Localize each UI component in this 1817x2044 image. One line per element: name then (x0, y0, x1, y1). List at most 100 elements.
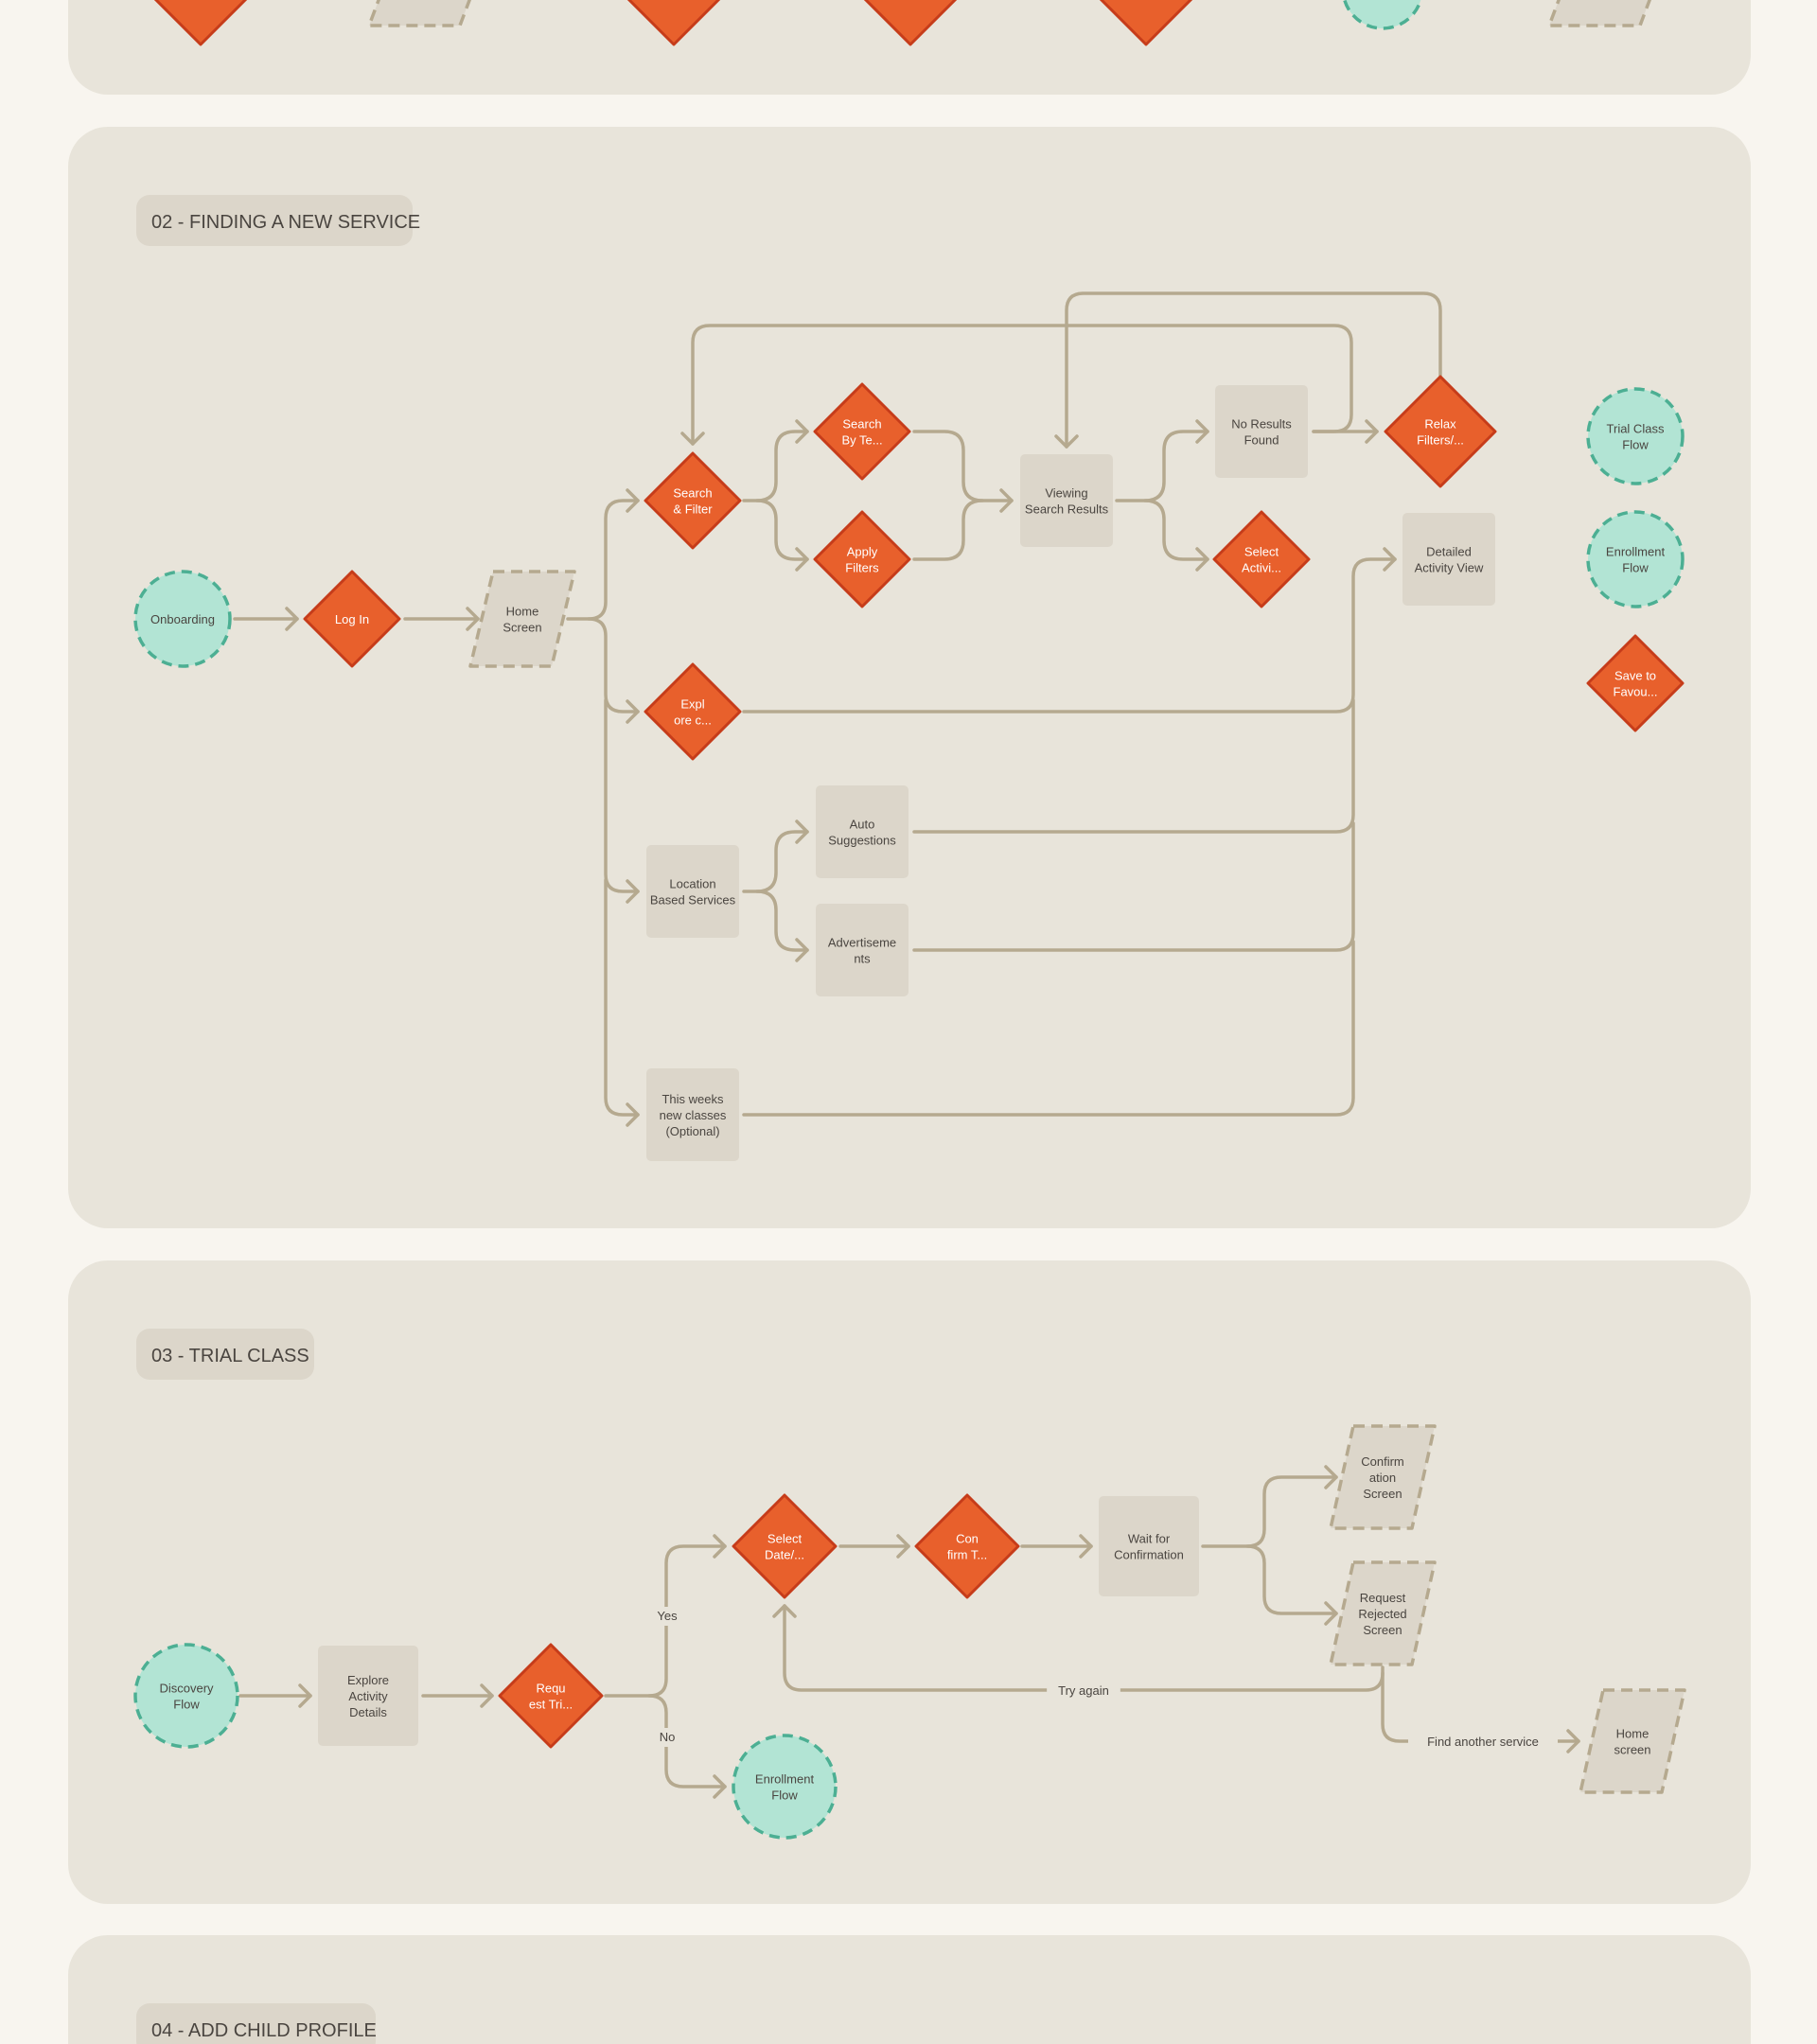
arrowhead (795, 819, 809, 844)
node-label: Activity View (1415, 561, 1484, 575)
node-label: Apply (847, 545, 878, 559)
node-onboarding[interactable]: Onboarding (133, 570, 232, 668)
node-request-trial[interactable]: Requ est Tri... (498, 1643, 604, 1749)
section-title-text: 03 - TRIAL CLASS (151, 1346, 309, 1366)
node-prev-c1[interactable] (1342, 0, 1423, 30)
node-label: & Filter (673, 502, 713, 517)
node-label: Expl (680, 697, 704, 712)
arrowhead (298, 1683, 312, 1708)
arrowhead (680, 432, 705, 446)
node-label: Filters/... (1417, 433, 1464, 448)
node-label: Confirm (1361, 1454, 1404, 1469)
connector (742, 557, 1397, 714)
connector (587, 617, 640, 714)
connector (755, 890, 809, 952)
edge-label-text: Try again (1058, 1683, 1109, 1698)
section-panel-s03: 03 - TRIAL CLASS (68, 1260, 1751, 1904)
section-panel-s04: 04 - ADD CHILD PROFILE (68, 1935, 1751, 2044)
node-label: Viewing (1045, 486, 1087, 501)
connector (604, 698, 640, 893)
arrowhead (1195, 419, 1209, 444)
arrowhead (999, 488, 1014, 513)
edge-label-try-again: Try again (1047, 1682, 1120, 1700)
arrowhead (626, 699, 640, 724)
section-title: 02 - FINDING A NEW SERVICE (136, 195, 420, 246)
connector (566, 499, 640, 621)
node-label: Date/... (765, 1548, 804, 1562)
node-prev-p1[interactable] (367, 0, 483, 27)
node-confirm-t[interactable]: Confirm T... (914, 1493, 1020, 1599)
node-label: Wait for (1128, 1532, 1171, 1546)
node-select-activi[interactable]: SelectActivi... (1212, 510, 1311, 608)
node-label: This weeks (662, 1092, 724, 1106)
node-label: Select (767, 1532, 803, 1546)
connector (912, 430, 1014, 502)
edge-label-no: No (654, 1728, 680, 1747)
section-title: 03 - TRIAL CLASS (136, 1329, 314, 1380)
arrowhead (626, 1102, 640, 1127)
node-label: (Optional) (665, 1124, 719, 1138)
connector (1201, 1475, 1338, 1548)
node-prev-d2[interactable] (625, 0, 723, 46)
node-label: Requ (536, 1682, 565, 1696)
node-prev-p2[interactable] (1547, 0, 1663, 27)
node-label: No Results (1231, 417, 1292, 432)
node-relax-filters[interactable]: RelaxFilters/... (1384, 375, 1497, 488)
edge-label-text: Yes (657, 1609, 678, 1623)
node-label: Based Services (650, 893, 736, 907)
node-prev-d3[interactable] (861, 0, 960, 46)
node-login[interactable]: Log In (303, 570, 401, 668)
node-prev-d1[interactable] (151, 0, 250, 46)
node-label: Found (1244, 433, 1279, 448)
connector (1143, 499, 1209, 561)
node-explore-c[interactable]: Explore c... (644, 662, 742, 761)
node-save-favou[interactable]: Save toFavou... (1586, 634, 1685, 732)
connector (912, 499, 984, 561)
node-label: Home (506, 605, 539, 619)
node-label: Search Results (1025, 502, 1109, 517)
connector (912, 698, 1355, 834)
node-label: Search (842, 417, 881, 432)
node-prev-d4[interactable] (1097, 0, 1195, 46)
node-label: est Tri... (529, 1698, 573, 1712)
node-search-filter[interactable]: Search& Filter (644, 451, 742, 550)
node-label: Activi... (1242, 561, 1281, 575)
connector (604, 878, 640, 1117)
node-label: Screen (1363, 1487, 1402, 1501)
node-select-date[interactable]: SelectDate/... (732, 1493, 838, 1599)
section-title-text: 02 - FINDING A NEW SERVICE (151, 212, 420, 233)
node-label: Request (1360, 1591, 1406, 1605)
arrowhead (285, 607, 299, 631)
connector (691, 324, 1353, 446)
node-label: Flow (1622, 561, 1649, 575)
connector (1245, 1544, 1338, 1615)
arrowhead (1195, 547, 1209, 572)
arrowhead (626, 488, 640, 513)
edge-label-text: Find another service (1427, 1735, 1539, 1749)
connector (755, 499, 809, 561)
arrowhead (713, 1534, 727, 1559)
arrowhead (1054, 434, 1079, 449)
node-label: Location (669, 877, 715, 891)
section-title: 04 - ADD CHILD PROFILE (136, 2003, 377, 2044)
